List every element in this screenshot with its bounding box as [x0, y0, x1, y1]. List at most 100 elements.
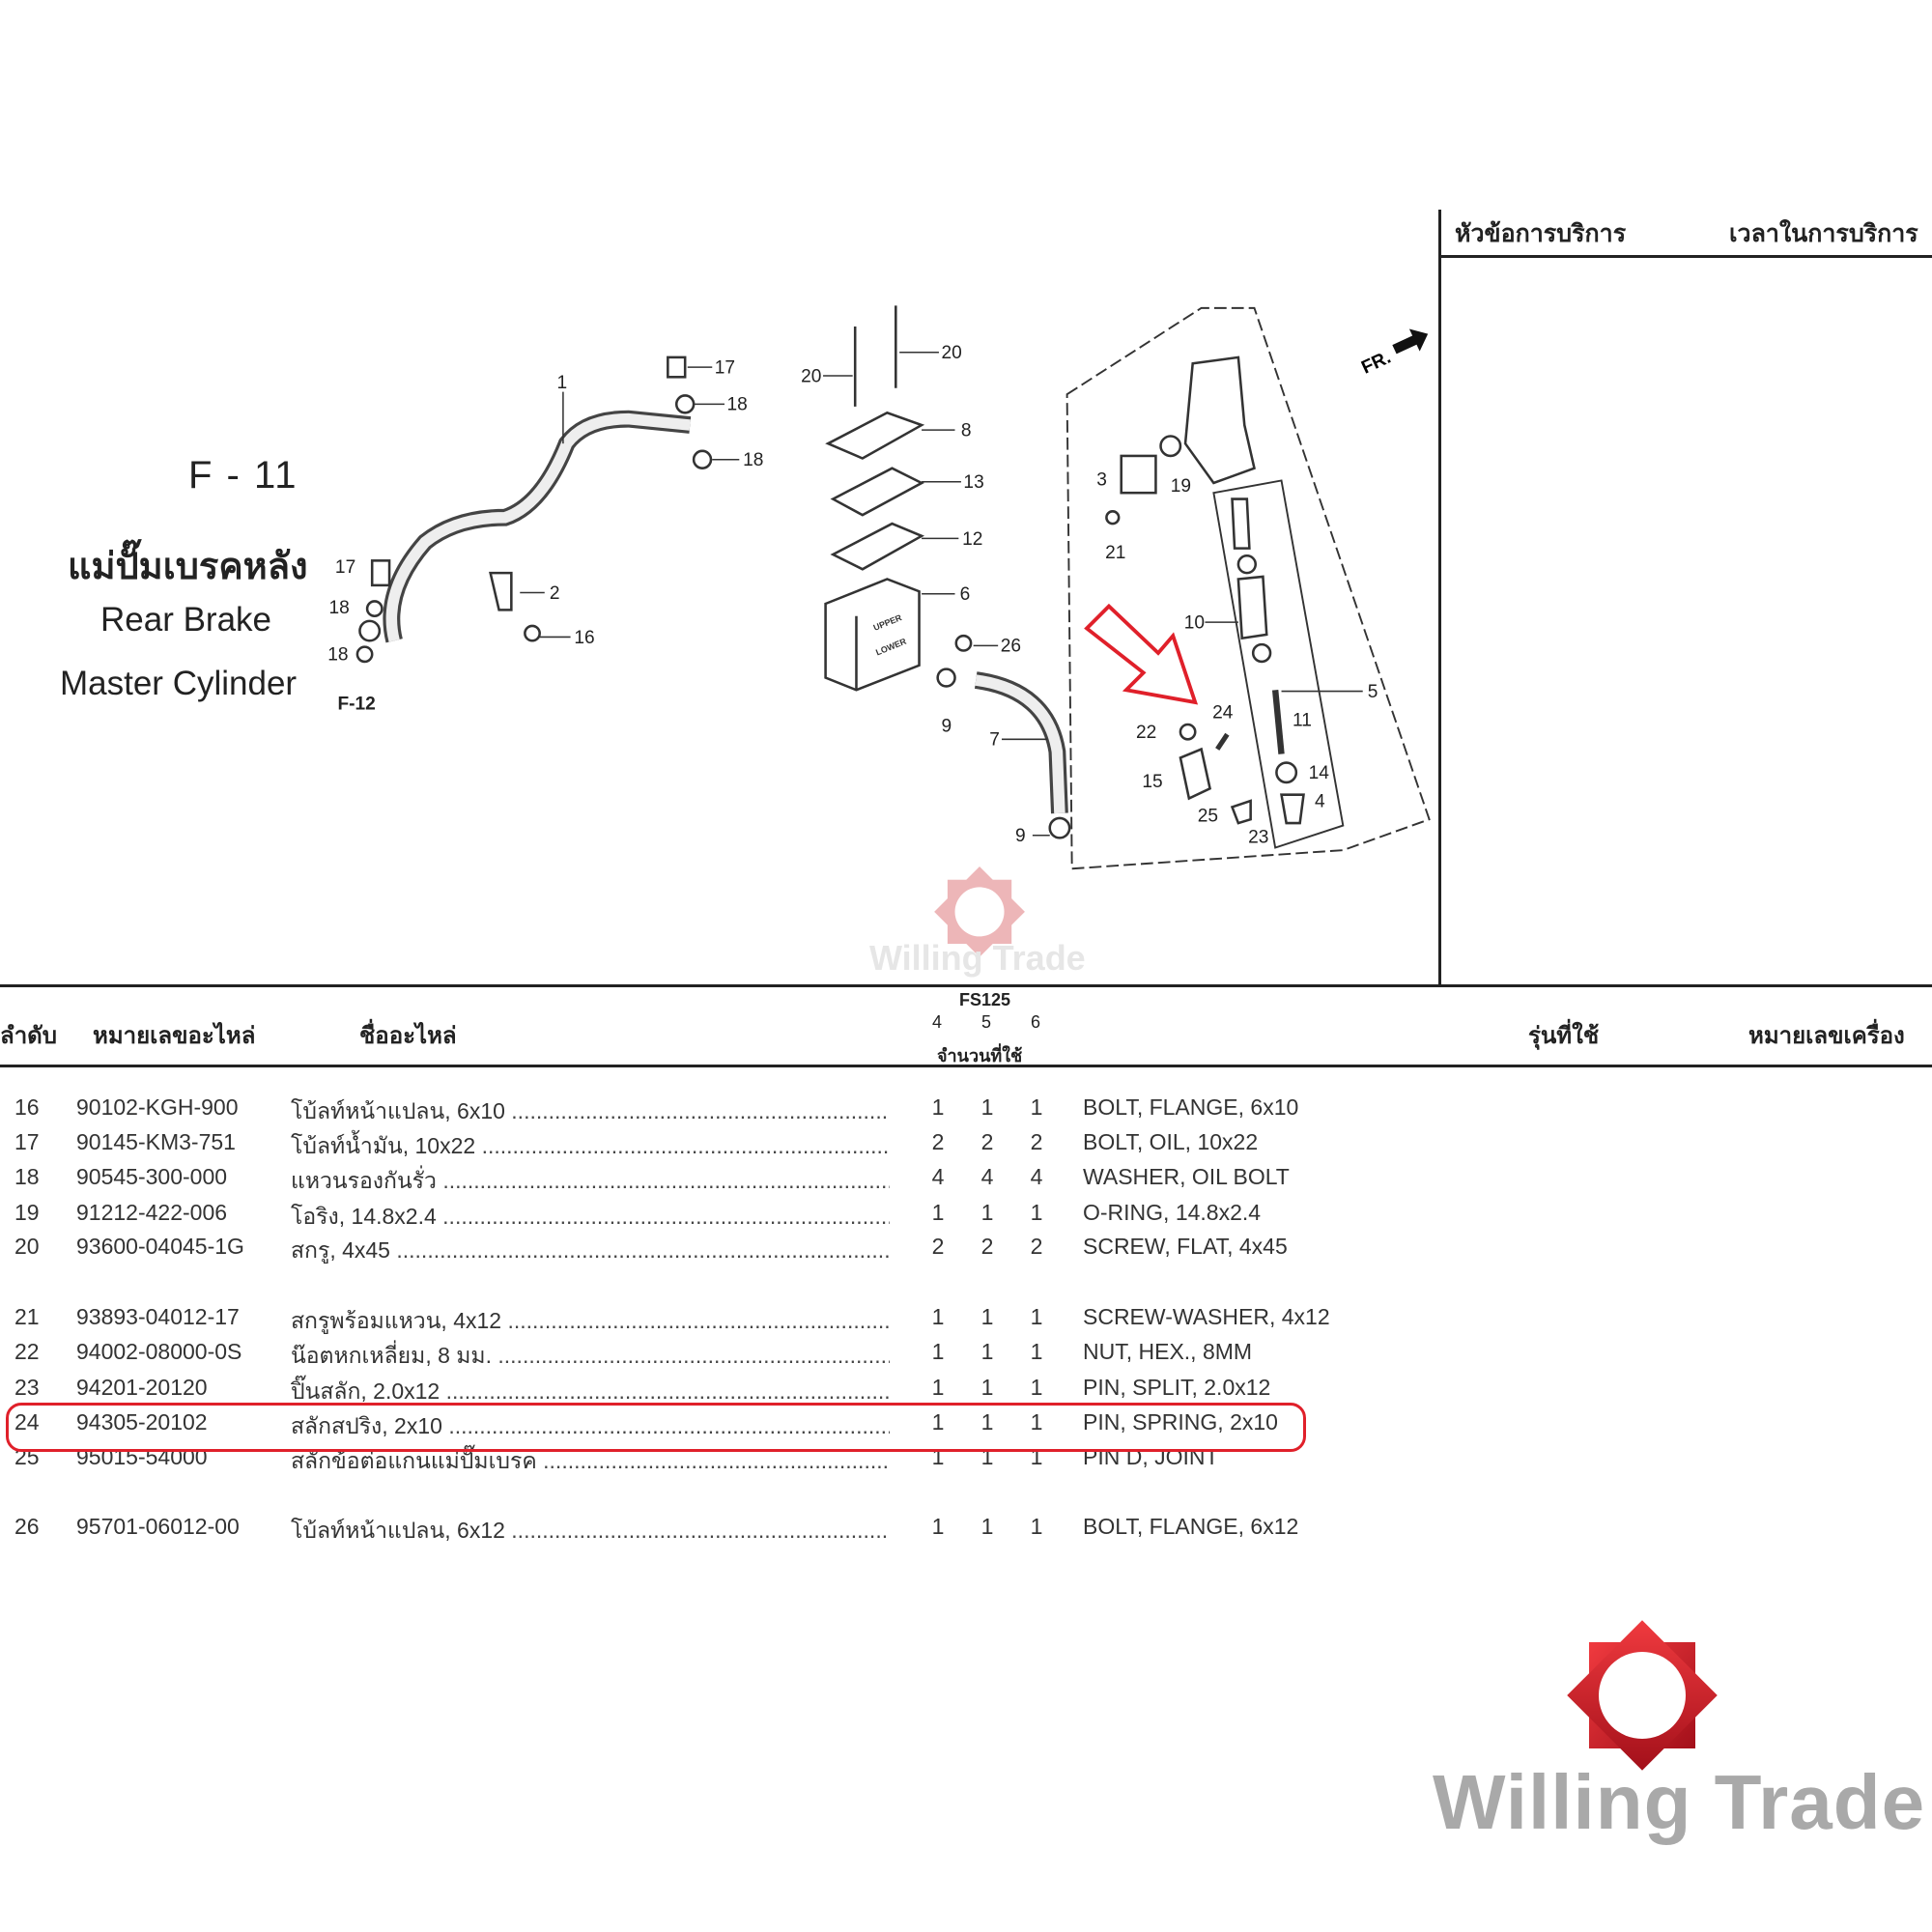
part-name-thai: โอริง, 14.8x2.4	[291, 1200, 890, 1235]
part-name-english: WASHER, OIL BOLT	[1083, 1164, 1290, 1189]
part-name-english: BOLT, OIL, 10x22	[1083, 1129, 1259, 1154]
part-number: 91212-422-006	[76, 1200, 228, 1225]
callout-label: 24	[1212, 703, 1234, 724]
callout-label: 3	[1096, 470, 1107, 491]
callout-label: 25	[1198, 807, 1218, 827]
callout-label: 18	[743, 450, 763, 470]
front-direction-marker: FR.	[1358, 328, 1429, 379]
callout-label: 18	[327, 645, 348, 666]
col-header-4: 4	[932, 1012, 943, 1032]
qty-6: 1	[1030, 1514, 1043, 1539]
callout-label: 15	[1142, 772, 1162, 792]
part-number: 94002-08000-0S	[76, 1339, 242, 1364]
service-time-header: เวลาในการบริการ	[1729, 220, 1918, 247]
highlight-arrow	[1084, 603, 1199, 705]
willing-trade-logo	[1567, 1620, 1718, 1771]
callout-label: 11	[1293, 710, 1312, 730]
master-cylinder-body	[1183, 355, 1256, 485]
part-number: 94305-20102	[76, 1409, 208, 1435]
callout-label: 1	[557, 373, 568, 393]
part-name-english: SCREW-WASHER, 4x12	[1083, 1304, 1330, 1329]
callout-label: 6	[960, 584, 971, 605]
watermark-text-faint: Willing Trade	[869, 938, 1086, 978]
row-number: 17	[14, 1129, 40, 1154]
figure-title-en-line2: Master Cylinder	[60, 665, 298, 702]
qty-6: 2	[1030, 1234, 1043, 1259]
part-name-thai: สกรูพร้อมแหวน, 4x12	[291, 1304, 890, 1339]
qty-4: 1	[931, 1200, 945, 1225]
part-name-english: PIN D, JOINT	[1083, 1444, 1219, 1469]
callout-label: 19	[1171, 476, 1191, 497]
part-name-thai: ปิ๊นสลัก, 2.0x12	[291, 1375, 890, 1409]
col-header-5: 5	[981, 1012, 992, 1032]
reservoir-label-upper: UPPER	[872, 612, 904, 633]
part-name-english: BOLT, FLANGE, 6x10	[1083, 1094, 1299, 1120]
callout-label: 26	[1001, 637, 1021, 657]
qty-4: 1	[931, 1339, 945, 1364]
part-name-english: PIN, SPRING, 2x10	[1083, 1409, 1278, 1435]
qty-4: 1	[931, 1094, 945, 1120]
callout-label: 2	[550, 583, 560, 604]
callout-label: 12	[962, 529, 982, 550]
part-name-english: NUT, HEX., 8MM	[1083, 1339, 1253, 1364]
qty-6: 2	[1030, 1129, 1043, 1154]
callout-label: 17	[715, 357, 735, 378]
front-arrow-icon	[1392, 328, 1429, 355]
qty-4: 1	[931, 1304, 945, 1329]
row-number: 19	[14, 1200, 40, 1225]
table-top-rule	[0, 984, 1932, 987]
qty-5: 1	[980, 1375, 994, 1400]
qty-4: 2	[931, 1234, 945, 1259]
qty-6: 1	[1030, 1304, 1043, 1329]
figure-title-en-line1: Rear Brake	[100, 601, 272, 639]
col-header-name: ชื่ออะไหล่	[359, 1023, 457, 1049]
figure-code: F - 11	[188, 454, 298, 497]
row-number: 21	[14, 1304, 40, 1329]
callout-label: 18	[329, 598, 350, 618]
qty-6: 1	[1030, 1094, 1043, 1120]
part-number: 94201-20120	[76, 1375, 208, 1400]
callout-label: 20	[941, 343, 961, 363]
callout-label: 18	[727, 395, 748, 415]
row-number: 26	[14, 1514, 40, 1539]
qty-4: 1	[931, 1409, 945, 1435]
callout-label: 17	[335, 557, 355, 578]
part-name-thai: แหวนรองกันรั่ว	[291, 1164, 890, 1199]
service-topic-header: หัวข้อการบริการ	[1455, 220, 1627, 247]
qty-5: 1	[980, 1094, 994, 1120]
part-name-thai: น๊อตหกเหลี่ยม, 8 มม.	[291, 1339, 890, 1374]
part-name-thai: สกรู, 4x45	[291, 1234, 890, 1268]
part-name-english: O-RING, 14.8x2.4	[1083, 1200, 1262, 1225]
col-header-qty: จำนวนที่ใช้	[937, 1046, 1023, 1065]
watermark-logo-faint	[934, 866, 1025, 957]
qty-5: 2	[980, 1234, 994, 1259]
qty-5: 1	[980, 1409, 994, 1435]
callout-label: 4	[1315, 791, 1325, 811]
qty-5: 1	[980, 1514, 994, 1539]
row-number: 16	[14, 1094, 40, 1120]
qty-4: 1	[931, 1514, 945, 1539]
qty-6: 1	[1030, 1339, 1043, 1364]
row-number: 23	[14, 1375, 40, 1400]
part-name-english: SCREW, FLAT, 4x45	[1083, 1234, 1288, 1259]
callout-label: 9	[941, 717, 952, 737]
callout-label: 16	[574, 628, 594, 648]
col-header-models-used: รุ่นที่ใช้	[1528, 1023, 1600, 1049]
qty-5: 1	[980, 1339, 994, 1364]
row-number: 20	[14, 1234, 40, 1259]
part-number: 90145-KM3-751	[76, 1129, 236, 1154]
col-header-6: 6	[1031, 1012, 1041, 1032]
row-number: 18	[14, 1164, 40, 1189]
qty-6: 4	[1030, 1164, 1043, 1189]
callout-label: 7	[989, 730, 1000, 751]
qty-5: 1	[980, 1200, 994, 1225]
willing-trade-wordmark: Willing Trade	[1433, 1759, 1926, 1845]
